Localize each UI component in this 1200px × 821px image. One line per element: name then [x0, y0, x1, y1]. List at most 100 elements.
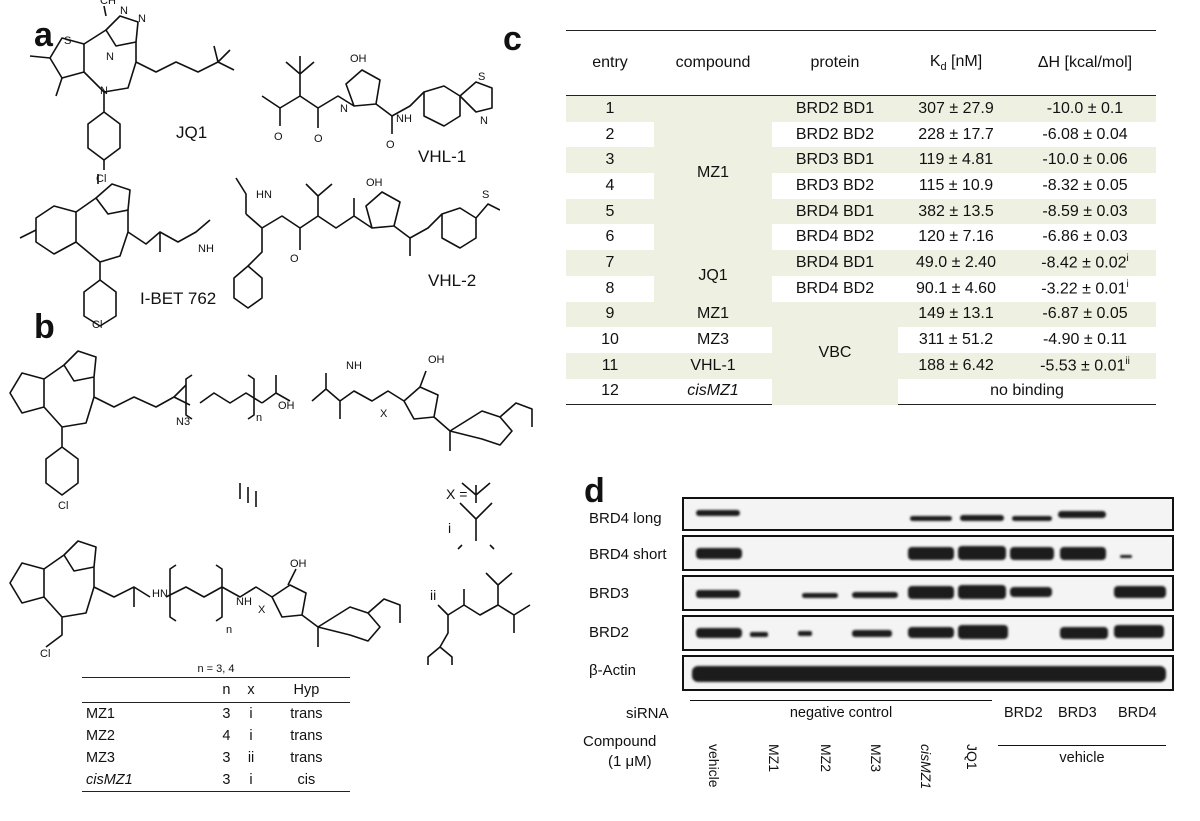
itc-row-11: 11 VHL-1 188 ± 6.42 -5.53 ± 0.01ii	[566, 352, 1156, 379]
band-brd2-jq1	[958, 625, 1008, 639]
lane-mz1: MZ1	[766, 744, 782, 772]
ibet-benzene	[35, 205, 77, 255]
lane-jq1: JQ1	[964, 744, 980, 770]
svg-text:OH: OH	[366, 177, 383, 189]
band-brd4long-vehicle	[696, 510, 740, 516]
x-definition: X =	[446, 486, 467, 502]
vhl2-backbone	[235, 177, 373, 267]
itc-row-12: 12 cisMZ1 no binding	[566, 378, 1156, 406]
sirna-brd4: BRD4	[1118, 705, 1157, 721]
sirna-brd3: BRD3	[1058, 705, 1097, 721]
itc-row-1: 1 MZ1 BRD2 BD1 307 ± 27.9 -10.0 ± 0.1	[566, 95, 1156, 251]
group-vbc: VBC	[772, 301, 898, 405]
linker-table-header: n x Hyp	[82, 677, 350, 703]
panel-letter-d: d	[584, 472, 605, 510]
x-option-i	[457, 482, 495, 550]
band-brd4long-sibrd3	[1058, 511, 1106, 518]
header-protein: protein	[772, 30, 898, 96]
band-brd2-vehicle	[696, 628, 742, 638]
vhl2-pyrrolidine	[365, 191, 401, 229]
vhl2-amide-arm	[393, 213, 443, 256]
svg-text:n: n	[256, 412, 262, 424]
svg-text:N3: N3	[176, 416, 190, 428]
panel-letter-b: b	[34, 308, 55, 346]
negative-control-line	[690, 700, 992, 701]
band-brd3-sibrd4	[1114, 586, 1166, 598]
peg-reagent	[185, 374, 291, 420]
itc-row-3: 3 BRD3 BD1 119 ± 4.81 -10.0 ± 0.06	[566, 147, 1156, 174]
band-actin-all	[692, 666, 1166, 682]
panel-letter-a: a	[34, 16, 53, 54]
itc-row-9: 9 MZ1 VBC 149 ± 13.1 -6.87 ± 0.05	[566, 301, 1156, 405]
svg-text:O: O	[290, 253, 299, 265]
product-structure	[9, 540, 401, 648]
band-brd3-mz3	[852, 592, 898, 598]
x-i-label: i	[448, 520, 451, 536]
svg-text:HN: HN	[256, 189, 272, 201]
vehicle-group-label: vehicle	[1059, 750, 1105, 766]
svg-text:OH: OH	[278, 400, 295, 412]
itc-table: entry compound protein Kd [nM] ΔH [kcal/…	[566, 30, 1156, 406]
svg-text:N: N	[138, 13, 146, 25]
negative-control-label: negative control	[789, 705, 893, 721]
svg-text:N: N	[106, 51, 114, 63]
band-brd2-mz2	[798, 631, 812, 636]
reagent-x: X	[380, 408, 388, 420]
vhl2-thiazole	[475, 203, 500, 219]
svg-text:S: S	[478, 71, 485, 83]
n-note: n = 3, 4	[197, 663, 235, 675]
blot-label-brd2: BRD2	[589, 624, 630, 641]
svg-text:NH: NH	[396, 113, 412, 125]
svg-text:O: O	[386, 139, 395, 151]
band-brd3-vehicle	[696, 590, 740, 598]
band-brd3-sibrd2	[1010, 587, 1052, 597]
itc-table-header: entry compound protein Kd [nM] ΔH [kcal/…	[566, 30, 1156, 96]
svg-text:CH: CH	[100, 0, 116, 7]
svg-text:N: N	[480, 115, 488, 127]
group-mz1: MZ1	[654, 95, 772, 251]
vhl1-amide-arm	[375, 91, 425, 134]
blot-label-brd4-long: BRD4 long	[589, 510, 662, 527]
lane-cismz1: cisMZ1	[918, 744, 934, 790]
group-jq1: JQ1	[654, 250, 772, 302]
label-jq1: JQ1	[176, 123, 207, 142]
svg-text:S: S	[64, 35, 71, 47]
svg-text:N: N	[340, 103, 348, 115]
band-brd3-mz2	[802, 593, 838, 598]
label-vhl1: VHL-1	[418, 147, 466, 166]
ibet-amide-chain	[127, 219, 211, 252]
boc-nh: NH	[346, 360, 362, 372]
no-binding: no binding	[898, 378, 1156, 406]
svg-text:Cl: Cl	[58, 500, 68, 512]
itc-row-2: 2 BRD2 BD2 228 ± 17.7 -6.08 ± 0.04	[605, 125, 1128, 143]
itc-row-8: 8 BRD4 BD2 90.1 ± 4.60 -3.22 ± 0.01i	[605, 278, 1129, 298]
svg-text:NH: NH	[198, 243, 214, 255]
svg-text:O: O	[274, 131, 283, 143]
band-brd4short-jq1	[958, 546, 1006, 560]
boc-vhl-reagent	[311, 370, 533, 451]
itc-row-10: 10 MZ3 311 ± 51.2 -4.90 ± 0.11	[601, 331, 1128, 349]
vhl2-phenyl	[233, 265, 263, 309]
svg-text:n: n	[226, 624, 232, 636]
ibet-diazepine	[75, 197, 129, 263]
band-brd4long-sibrd2	[1012, 516, 1052, 521]
header-dh: ΔH [kcal/mol]	[1014, 30, 1156, 96]
sirna-brd2: BRD2	[1004, 705, 1043, 721]
itc-row-5: 5 BRD4 BD1 382 ± 13.5 -8.59 ± 0.03	[566, 198, 1156, 225]
svg-text:Cl: Cl	[92, 319, 102, 330]
x-option-ii	[427, 572, 531, 665]
lane-mz3: MZ3	[868, 744, 884, 772]
itc-row-6: 6 BRD4 BD2 120 ± 7.16 -6.86 ± 0.03	[605, 228, 1128, 246]
svg-text:HN: HN	[152, 588, 168, 600]
label-vhl2: VHL-2	[428, 271, 476, 290]
band-brd2-sibrd3	[1060, 627, 1108, 639]
band-brd2-cismz1	[908, 627, 954, 638]
blot-label-brd3: BRD3	[589, 585, 630, 602]
lane-vehicle: vehicle	[706, 744, 722, 788]
header-entry: entry	[566, 30, 654, 96]
